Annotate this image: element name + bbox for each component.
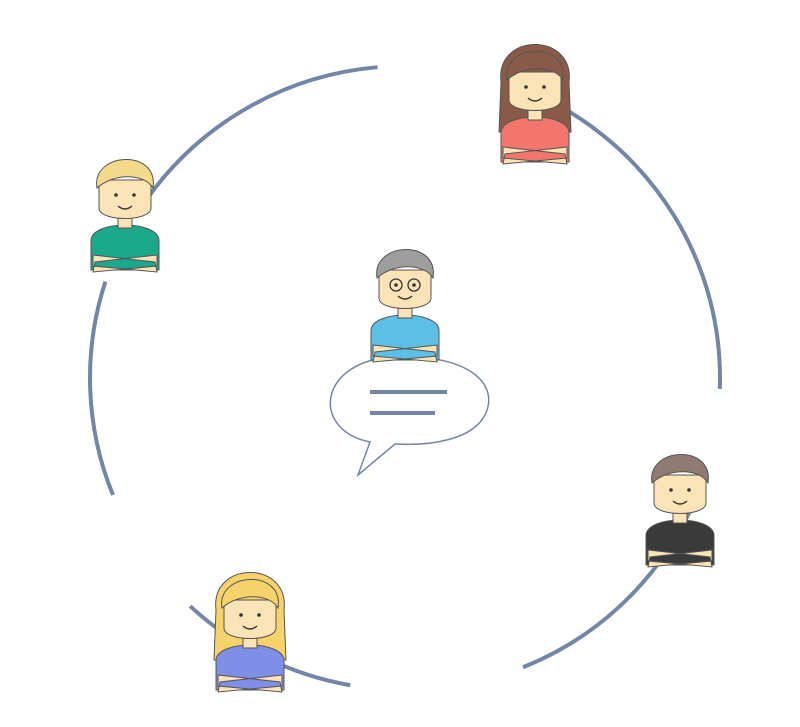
ring-arc	[537, 93, 722, 389]
speech-bubble-shape	[329, 356, 490, 478]
connection-ring	[88, 65, 722, 688]
top-right-woman-avatar	[498, 44, 572, 165]
right-man-avatar	[645, 454, 715, 568]
ring-arc	[88, 280, 115, 496]
center-person-avatar	[370, 249, 440, 363]
ring-arc	[522, 484, 703, 670]
left-man-avatar	[90, 159, 160, 273]
bottom-left-woman-avatar	[213, 572, 287, 693]
ring-arc	[136, 65, 378, 214]
speech-bubble	[329, 356, 490, 478]
